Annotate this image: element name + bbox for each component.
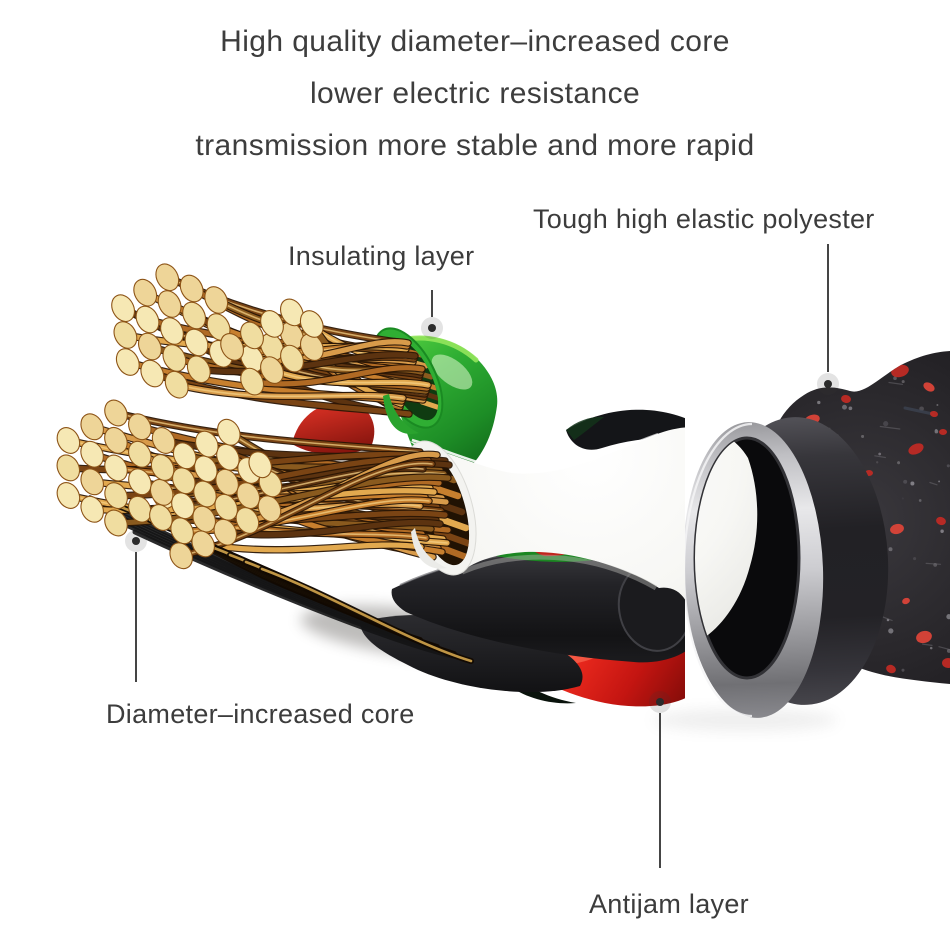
cable-shadow xyxy=(653,709,837,731)
green-wire-specular xyxy=(431,354,473,390)
white-wire xyxy=(409,427,758,644)
callout-core-label: Diameter–increased core xyxy=(106,699,415,729)
callout-polyester-label: Tough high elastic polyester xyxy=(533,204,875,234)
headline-line-2: lower electric resistance xyxy=(309,77,641,110)
callout-antijam-label: Antijam layer xyxy=(589,889,749,919)
callout-insulating-dot xyxy=(421,317,443,339)
white-wire-rim2 xyxy=(519,433,659,474)
green-mouth-front-lip xyxy=(383,394,419,434)
callout-core-line xyxy=(135,552,137,682)
headline-line-1: High quality diameter–increased core xyxy=(220,25,730,58)
copper-faces-top xyxy=(111,263,324,399)
copper-faces-bottom xyxy=(56,399,283,570)
copper-bundle-bottom xyxy=(64,409,453,561)
callout-insulating-line xyxy=(431,290,433,317)
headline-line-3: transmission more stable and more rapid xyxy=(195,129,755,162)
callout-core-dot xyxy=(125,530,147,552)
headline: High quality diameter–increased core low… xyxy=(0,16,950,172)
callout-polyester-line xyxy=(827,244,829,372)
callout-polyester-dot xyxy=(817,373,839,395)
interior-shadow-green-tint xyxy=(566,416,604,440)
white-mouth-front-lip xyxy=(411,528,447,569)
callout-antijam-line xyxy=(659,713,661,868)
black-wires xyxy=(360,549,707,693)
callout-antijam-dot xyxy=(649,691,671,713)
callout-insulating-label: Insulating layer xyxy=(288,241,475,271)
white-wire-underside-shade xyxy=(461,554,658,591)
